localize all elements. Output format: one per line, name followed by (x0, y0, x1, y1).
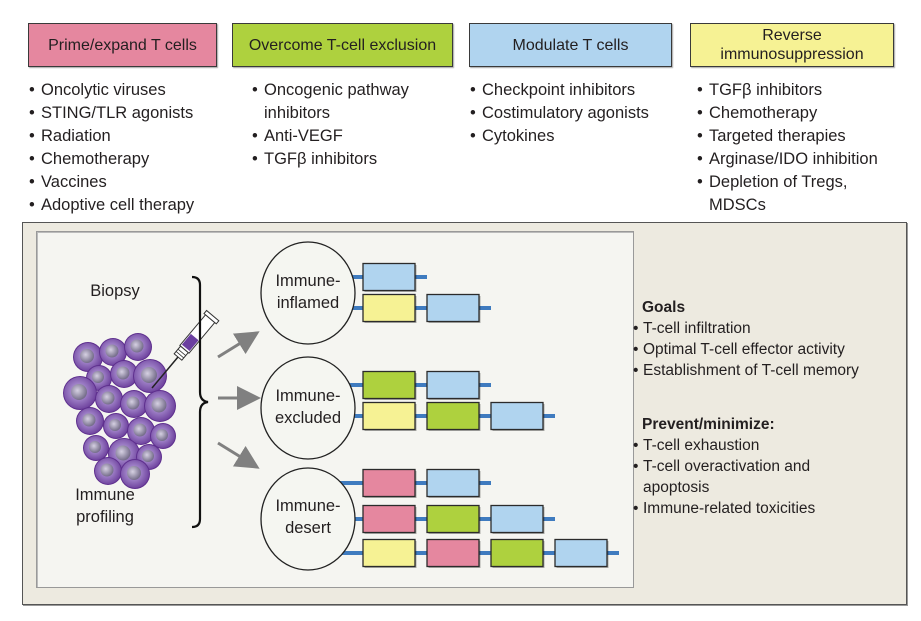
therapy-box-reverse (362, 293, 416, 323)
list-item: Adoptive cell therapy (29, 194, 194, 217)
therapy-box-exclusion (490, 538, 544, 568)
tumor-cell-cluster-icon (63, 333, 176, 489)
therapy-box-prime (426, 538, 480, 568)
list-item: Optimal T-cell effector activity (633, 339, 859, 360)
category-title-prime: Prime/expand T cells (48, 36, 197, 54)
category-title-reverse: Reverse immunosuppression (720, 27, 864, 63)
therapy-box-modulate (426, 370, 480, 400)
phenotype-circle (260, 241, 356, 345)
therapy-box-reverse (362, 401, 416, 431)
immune-profiling-label: Immune profiling (75, 486, 135, 526)
category-box-modulate: Modulate T cells (469, 23, 672, 67)
therapy-box-modulate (362, 262, 416, 292)
category-title-modulate: Modulate T cells (512, 36, 629, 54)
arrow-to-inflamed (217, 331, 260, 359)
biopsy-syringe-icon (151, 309, 220, 389)
category-list-reverse: TGFβ inhibitorsChemotherapyTargeted ther… (697, 79, 878, 217)
category-title-exclusion: Overcome T-cell exclusion (248, 36, 437, 54)
list-item: Depletion of Tregs, MDSCs (697, 171, 878, 217)
list-item: T-cell overactivation and apoptosis (633, 456, 815, 498)
phenotype-circle (260, 467, 356, 571)
therapy-box-modulate (426, 293, 480, 323)
list-item: Oncogenic pathway inhibitors (252, 79, 409, 125)
phenotype-label-excluded: Immune- excluded (274, 387, 342, 427)
list-item: Arginase/IDO inhibition (697, 148, 878, 171)
list-item: Chemotherapy (29, 148, 194, 171)
category-list-prime: Oncolytic virusesSTING/TLR agonistsRadia… (29, 79, 194, 217)
therapy-box-exclusion (362, 370, 416, 400)
list-item: Establishment of T-cell memory (633, 360, 859, 381)
list-item: TGFβ inhibitors (697, 79, 878, 102)
phenotype-label-inflamed: Immune- inflamed (275, 272, 341, 312)
therapy-box-modulate (490, 401, 544, 431)
therapy-box-exclusion (426, 401, 480, 431)
grouping-brace (191, 275, 209, 529)
phenotype-label-desert: Immune- desert (275, 497, 341, 537)
biopsy-label: Biopsy (90, 282, 140, 300)
list-item: Targeted therapies (697, 125, 878, 148)
goals-heading: Goals (642, 299, 686, 316)
arrow-to-desert (217, 441, 260, 469)
phenotype-group (260, 241, 491, 345)
phenotype-circle (260, 356, 356, 460)
therapy-box-reverse (362, 538, 416, 568)
therapy-box-modulate (554, 538, 608, 568)
therapy-box-prime (362, 504, 416, 534)
list-item: T-cell infiltration (633, 318, 859, 339)
list-item: T-cell exhaustion (633, 435, 815, 456)
therapy-box-prime (362, 468, 416, 498)
list-item: Anti-VEGF (252, 125, 409, 148)
category-box-reverse: Reverse immunosuppression (690, 23, 894, 67)
list-item: Immune-related toxicities (633, 498, 815, 519)
category-list-exclusion: Oncogenic pathway inhibitorsAnti-VEGFTGF… (252, 79, 409, 171)
therapy-box-exclusion (426, 504, 480, 534)
list-item: Oncolytic viruses (29, 79, 194, 102)
list-item: Checkpoint inhibitors (470, 79, 649, 102)
phenotype-group (260, 356, 555, 460)
goals-section: Goals T-cell infiltrationOptimal T-cell … (633, 297, 859, 381)
list-item: Cytokines (470, 125, 649, 148)
list-item: Costimulatory agonists (470, 102, 649, 125)
list-item: Radiation (29, 125, 194, 148)
prevent-heading: Prevent/minimize: (642, 416, 775, 433)
category-list-modulate: Checkpoint inhibitorsCostimulatory agoni… (470, 79, 649, 148)
list-item: STING/TLR agonists (29, 102, 194, 125)
goals-list: T-cell infiltrationOptimal T-cell effect… (633, 318, 859, 381)
category-box-prime: Prime/expand T cells (28, 23, 217, 67)
list-item: TGFβ inhibitors (252, 148, 409, 171)
list-item: Chemotherapy (697, 102, 878, 125)
list-item: Vaccines (29, 171, 194, 194)
prevent-list: T-cell exhaustionT-cell overactivation a… (633, 435, 815, 519)
therapy-box-modulate (426, 468, 480, 498)
prevent-section: Prevent/minimize: T-cell exhaustionT-cel… (633, 414, 815, 519)
phenotype-group (260, 467, 619, 571)
therapy-box-modulate (490, 504, 544, 534)
category-box-exclusion: Overcome T-cell exclusion (232, 23, 453, 67)
